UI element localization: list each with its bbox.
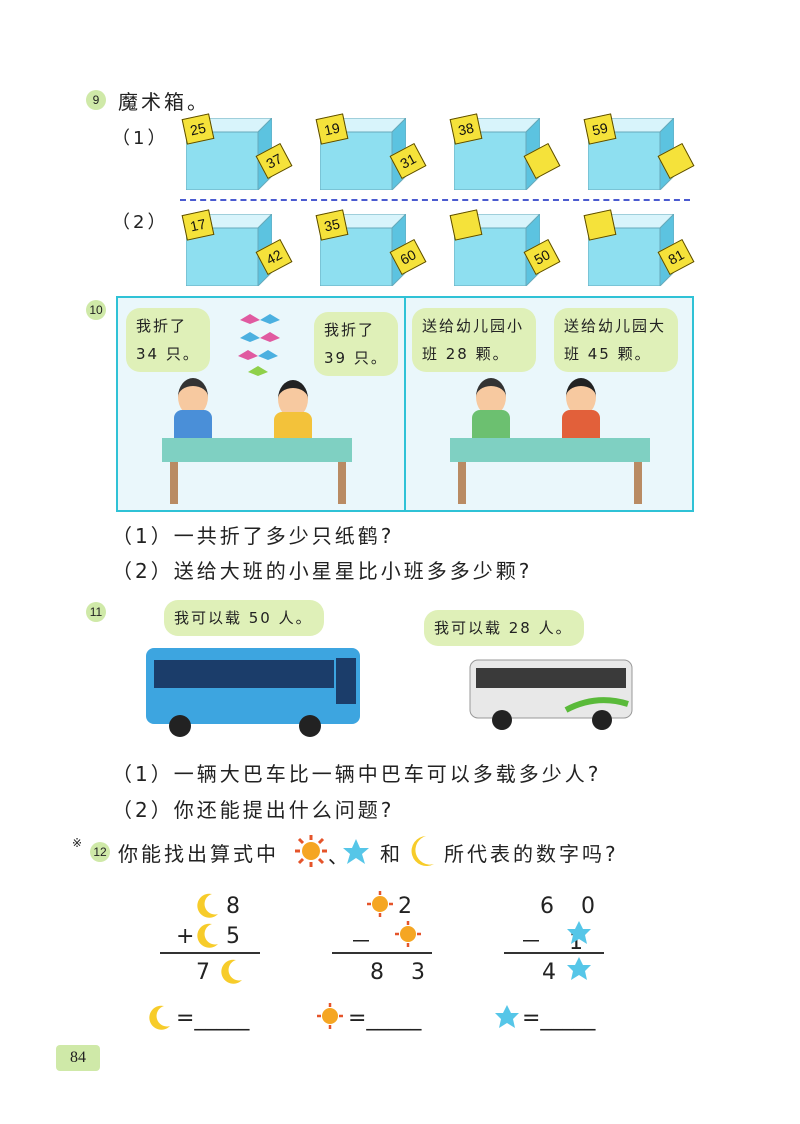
sun-icon [395, 921, 421, 947]
magic-box: 38 [449, 113, 561, 192]
q11-question-2: （2）你还能提出什么问题? [112, 798, 395, 822]
girl-avatar [278, 380, 308, 418]
speech-bubble-big-bus: 我可以载 50 人。 [164, 600, 324, 636]
speech-bubble-girl-2: 送给幼儿园大班 45 颗。 [554, 308, 678, 372]
q12-separator: 、 [328, 844, 351, 868]
answer-blank-star[interactable]: =_____ [522, 1006, 596, 1031]
divider-dashed [180, 199, 690, 201]
table [450, 438, 650, 462]
mid-bus-icon [469, 659, 633, 730]
table-leg [634, 462, 642, 504]
speech-bubble-girl: 我折了39 只。 [314, 312, 398, 376]
star-icon [343, 839, 369, 864]
eq3-line [504, 952, 604, 954]
eq1-plus: + [176, 924, 205, 949]
girl-avatar [566, 378, 596, 416]
paper-cranes-icon [238, 314, 280, 376]
magic-box: 81 [583, 209, 695, 288]
moon-icon [197, 893, 218, 918]
q10-question-1: （1）一共折了多少只纸鹤? [112, 524, 395, 548]
question-number-9: 9 [86, 90, 106, 110]
q12-question-c: 所代表的数字吗? [444, 842, 619, 866]
eq3-top-digits: 6 0 [540, 894, 605, 919]
sun-icon [317, 1003, 343, 1029]
table-leg [170, 462, 178, 504]
q9-row2-label: （2） [112, 212, 169, 233]
magic-box: 50 [449, 209, 561, 288]
eq2-result: 8 3 [370, 960, 435, 985]
q9-title: 魔术箱。 [118, 90, 210, 114]
boy-avatar [476, 378, 506, 416]
big-bus-icon [146, 648, 360, 737]
eq2-minus: － [350, 930, 383, 955]
answer-blank-moon[interactable]: =_____ [176, 1006, 250, 1031]
question-number-12: 12 [90, 842, 110, 862]
speech-bubble-mid-bus: 我可以载 28 人。 [424, 610, 584, 646]
q12-question-a: 你能找出算式中 [118, 842, 279, 866]
table-leg [458, 462, 466, 504]
moon-icon [149, 1005, 170, 1030]
moon-icon [197, 923, 218, 948]
sun-icon [295, 835, 327, 867]
speech-bubble-boy-2: 送给幼儿园小班 28 颗。 [412, 308, 536, 372]
table-leg [338, 462, 346, 504]
star-icon [495, 1005, 519, 1028]
question-number-11: 11 [86, 602, 106, 622]
q10-question-2: （2）送给大班的小星星比小班多多少颗? [112, 559, 533, 583]
eq3-result: 4 [542, 960, 566, 985]
q11-question-1: （1）一辆大巴车比一辆中巴车可以多载多少人? [112, 762, 602, 786]
eq1-second-digit: 5 [226, 924, 250, 949]
q12-question-b: 和 [380, 842, 403, 866]
page-number: 84 [56, 1045, 100, 1071]
moon-icon [411, 836, 434, 866]
speech-bubble-boy: 我折了34 只。 [126, 308, 210, 372]
boy-avatar [178, 378, 208, 416]
panel-stars: 送给幼儿园小班 28 颗。 送给幼儿园大班 45 颗。 [404, 296, 694, 512]
q9-row1-label: （1） [112, 128, 169, 149]
eq2-top-digit: 2 [398, 894, 422, 919]
magic-box: 59 [583, 113, 695, 192]
eq1-top-digit: 8 [226, 894, 250, 919]
eq1-line [160, 952, 260, 954]
eq1-result: 7 [196, 960, 220, 985]
panel-cranes: 我折了34 只。 我折了39 只。 [116, 296, 406, 512]
table [162, 438, 352, 462]
star-icon [567, 957, 591, 980]
optional-mark: ※ [72, 836, 83, 850]
star-icon [567, 921, 591, 944]
answer-blank-sun[interactable]: =_____ [348, 1006, 422, 1031]
question-number-10: 10 [86, 300, 106, 320]
moon-icon [221, 959, 242, 984]
eq2-line [332, 952, 432, 954]
sun-icon [367, 891, 393, 917]
